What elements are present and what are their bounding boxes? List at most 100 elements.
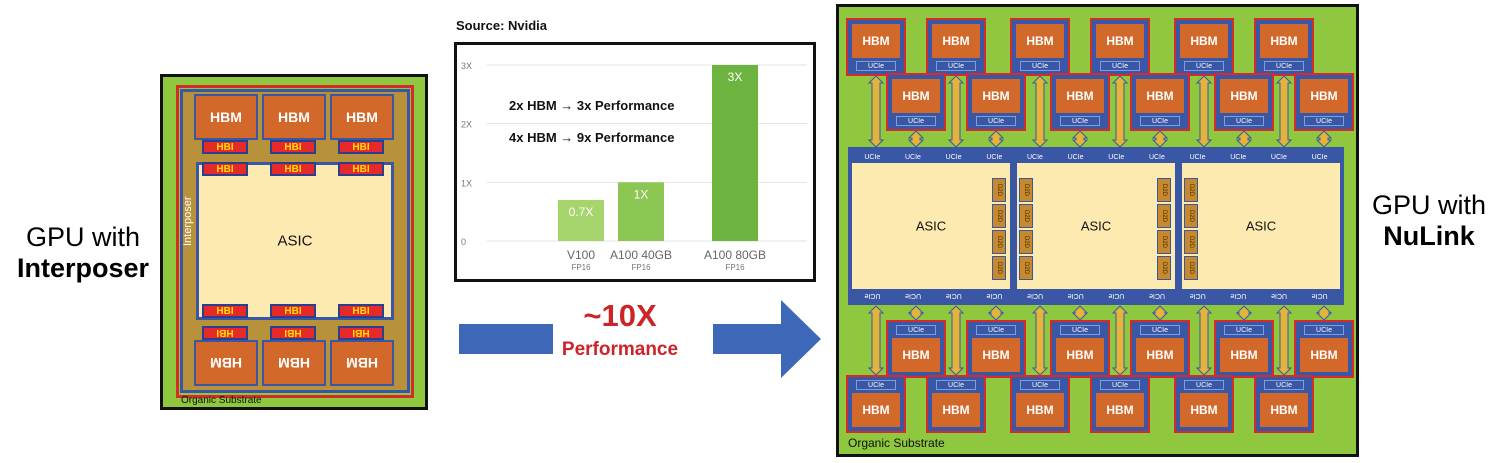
- right-hbm-ucie: UCIe: [1184, 380, 1224, 390]
- left-hbi-bot-2a: HBI: [270, 304, 316, 318]
- d2d-3: D2D: [992, 230, 1006, 254]
- chart-category-sublabel: FP16: [725, 263, 745, 272]
- arrow-bot-outer-1: [867, 305, 885, 376]
- right-asic-2-label: ASIC: [1080, 218, 1112, 234]
- left-hbi-bot-3a: HBI: [338, 304, 384, 318]
- d2d-11: D2D: [1157, 230, 1171, 254]
- right-hbm-label: HBM: [1260, 24, 1308, 58]
- ucie-b3: UCIe: [1230, 292, 1247, 300]
- left-hbm-top-1: HBM: [194, 94, 258, 140]
- right-hbm-ucie: UCIe: [896, 116, 936, 126]
- d2d-2: D2D: [992, 204, 1006, 228]
- d2d-15: D2D: [1184, 230, 1198, 254]
- arrow-top-outer-4: [1111, 75, 1129, 148]
- right-hbm-ucie: UCIe: [936, 380, 976, 390]
- right-hbm-label: HBM: [1056, 338, 1104, 372]
- right-hbm-ucie: UCIe: [1304, 116, 1344, 126]
- ucie-b2: UCIe: [1271, 292, 1287, 300]
- ucie-b6: UCIe: [1108, 292, 1125, 300]
- right-asic-1: ASIC: [852, 163, 1010, 289]
- right-hbm-ucie: UCIe: [976, 325, 1016, 335]
- arrow-top-inner-6: [1315, 130, 1333, 148]
- chart-category-sublabel: FP16: [631, 263, 651, 272]
- ucie-t1: UCIe: [864, 153, 881, 161]
- right-hbm-ucie: UCIe: [1060, 325, 1100, 335]
- ucie-t8: UCIe: [1148, 153, 1165, 161]
- right-hbm-label: HBM: [1136, 338, 1184, 372]
- left-hbi-top-2b: HBI: [270, 162, 316, 176]
- chart-data-label: 0.7X: [569, 205, 594, 219]
- right-hbm-label: HBM: [1260, 393, 1308, 427]
- right-caption-line2: NuLink: [1383, 221, 1475, 251]
- right-hbm-label: HBM: [852, 393, 900, 427]
- arrow-top-outer-3: [1031, 75, 1049, 148]
- left-hbm-bot-2: HBM: [262, 340, 326, 386]
- arrow-top-outer-6: [1275, 75, 1293, 148]
- d2d-1: D2D: [992, 178, 1006, 202]
- ucie-row-bottom: UCIe UCIe UCIe UCIe UCIe UCIe UCIe UCIe …: [852, 290, 1340, 302]
- left-caption-line1: GPU with: [25, 222, 141, 252]
- interposer-label: Interposer: [182, 196, 194, 246]
- chart-bar: [618, 182, 664, 241]
- d2d-12: D2D: [1157, 256, 1171, 280]
- d2d-10: D2D: [1157, 204, 1171, 228]
- chart-ytick-label: 0: [461, 237, 466, 247]
- left-hbi-top-1a: HBI: [202, 140, 248, 154]
- left-hbi-top-2a: HBI: [270, 140, 316, 154]
- left-hbm-top-2: HBM: [262, 94, 326, 140]
- d2d-7: D2D: [1019, 230, 1033, 254]
- arrow-bot-inner-2: [987, 305, 1005, 321]
- ucie-t9: UCIe: [1189, 153, 1206, 161]
- right-hbm-label: HBM: [1300, 79, 1348, 113]
- right-hbm-label: HBM: [1220, 79, 1268, 113]
- d2d-14: D2D: [1184, 204, 1198, 228]
- right-hbm-ucie: UCIe: [1020, 380, 1060, 390]
- right-hbm-ucie: UCIe: [856, 61, 896, 71]
- arrow-bot-outer-2: [947, 305, 965, 376]
- d2d-13: D2D: [1184, 178, 1198, 202]
- left-caption-line2: Interposer: [16, 253, 150, 283]
- left-asic: ASIC: [196, 162, 394, 320]
- right-hbm-label: HBM: [1300, 338, 1348, 372]
- right-asic-2: ASIC: [1017, 163, 1175, 289]
- left-hbi-top-3a: HBI: [338, 140, 384, 154]
- left-hbi-bot-2b: HBI: [270, 326, 316, 340]
- right-substrate-label: Organic Substrate: [848, 436, 945, 450]
- ucie-t2: UCIe: [905, 153, 921, 161]
- left-hbi-bot-1b: HBI: [202, 326, 248, 340]
- arrow-bot-inner-6: [1315, 305, 1333, 321]
- chart-category-label: A100 80GB: [704, 248, 766, 262]
- ucie-t11: UCIe: [1270, 153, 1287, 161]
- arrow-bot-outer-3: [1031, 305, 1049, 376]
- right-hbm-ucie: UCIe: [1100, 61, 1140, 71]
- ucie-t7: UCIe: [1108, 153, 1125, 161]
- right-hbm-label: HBM: [932, 393, 980, 427]
- left-caption: GPU with Interposer: [8, 222, 158, 284]
- right-hbm-ucie: UCIe: [1060, 116, 1100, 126]
- left-asic-label: ASIC: [277, 232, 313, 250]
- ucie-b1: UCIe: [1311, 292, 1328, 300]
- performance-arrow: [459, 300, 821, 378]
- right-hbm-ucie: UCIe: [1020, 61, 1060, 71]
- chart-bar: [712, 65, 758, 241]
- performance-word: Performance: [561, 339, 679, 360]
- chart-bar: [558, 199, 604, 241]
- arrow-bot-outer-4: [1111, 305, 1129, 376]
- arrow-bot-outer-6: [1275, 305, 1293, 376]
- right-asic-1-label: ASIC: [915, 218, 947, 234]
- d2d-5: D2D: [1019, 178, 1033, 202]
- left-hbm-top-3: HBM: [330, 94, 394, 140]
